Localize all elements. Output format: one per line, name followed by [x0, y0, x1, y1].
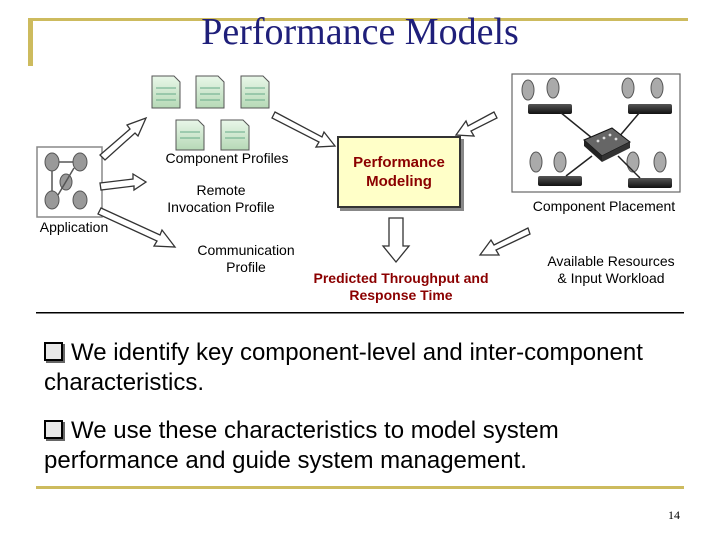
bullet-text-2: We use these characteristics to model sy… — [44, 417, 559, 474]
available-resources-label: Available Resources & Input Workload — [547, 253, 675, 286]
component-profiles-label: Component Profiles — [165, 150, 289, 166]
arrow-from-resources — [478, 227, 531, 256]
accent-bar-left — [28, 18, 33, 66]
application-icon — [36, 146, 103, 218]
bullet-checkbox-icon — [44, 420, 63, 439]
bullet-item-2: We use these characteristics to model sy… — [44, 416, 684, 476]
accent-line-top — [28, 18, 688, 21]
bullet-checkbox-icon — [44, 342, 63, 361]
network-switch-icon — [583, 127, 631, 162]
divider-line — [36, 312, 684, 314]
arrow-to-performance-modeling — [271, 111, 337, 148]
performance-diagram — [36, 73, 681, 264]
arrow-from-placement — [454, 111, 498, 137]
bullet-text-1: We identify key component-level and inte… — [44, 339, 643, 396]
application-label: Application — [39, 219, 109, 235]
component-placement-icon — [511, 73, 681, 193]
bullet-item-1: We identify key component-level and inte… — [44, 338, 684, 398]
performance-modeling-box: Performance Modeling — [337, 136, 461, 208]
arrow-to-communication-profile — [97, 207, 177, 248]
component-profiles-icon — [151, 75, 270, 151]
page-title: Performance Models — [201, 11, 519, 53]
arrow-to-predicted-throughput — [381, 217, 411, 264]
arrow-to-component-profiles — [99, 116, 148, 161]
component-placement-label: Component Placement — [532, 198, 676, 214]
remote-invocation-profile-label: Remote Invocation Profile — [167, 182, 275, 215]
page-number: 14 — [668, 508, 680, 522]
accent-line-bottom — [36, 486, 684, 489]
arrow-to-remote-invocation — [99, 172, 148, 192]
communication-profile-label: Communication Profile — [197, 242, 295, 275]
flow-arrows — [97, 111, 531, 264]
predicted-throughput-label: Predicted Throughput and Response Time — [313, 270, 489, 303]
